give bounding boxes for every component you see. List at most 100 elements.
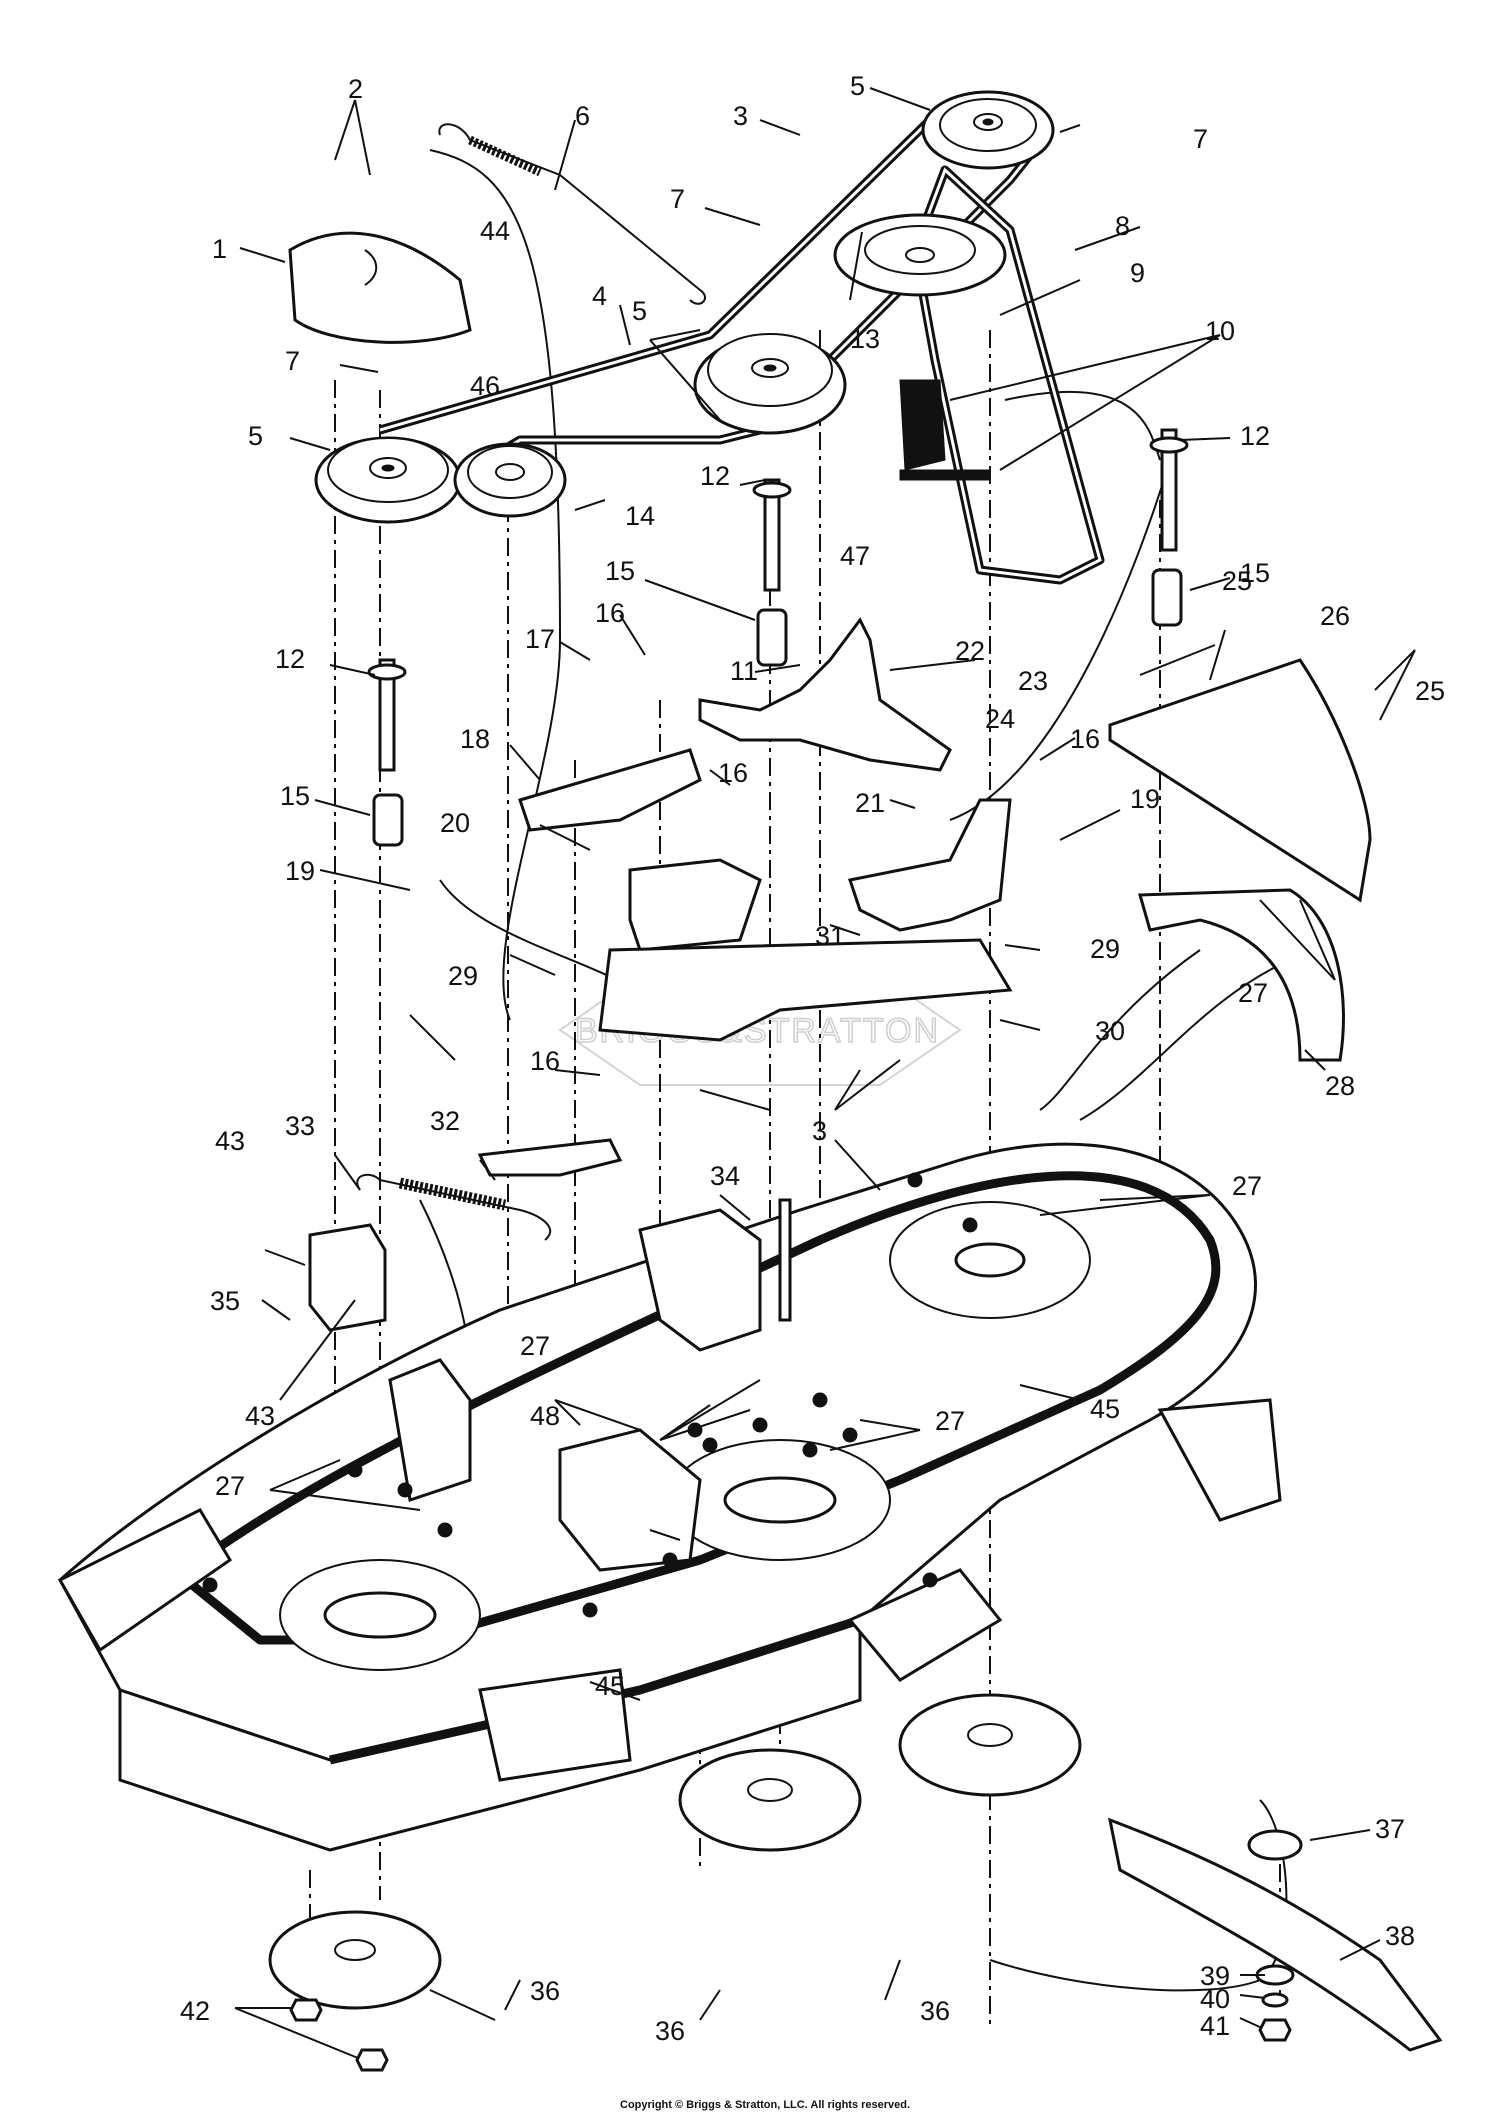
- callout-25a: 25: [1222, 566, 1252, 596]
- callout-5c: 5: [248, 421, 263, 451]
- callout-16a: 16: [595, 598, 625, 628]
- callout-17: 17: [525, 624, 555, 654]
- callout-12c: 12: [275, 644, 305, 674]
- callout-34: 34: [710, 1161, 740, 1191]
- idler-bracket-24: [848, 798, 1012, 932]
- spindle-opening-left: [323, 1591, 437, 1639]
- callout-14: 14: [625, 501, 655, 531]
- callout-1: 1: [212, 234, 227, 264]
- callout-27b: 27: [1232, 1171, 1262, 1201]
- idler-pulley-14: [453, 442, 567, 518]
- shield-28: [1138, 888, 1345, 1062]
- idler-spring-6: [438, 123, 706, 305]
- nut-42b: [355, 2048, 389, 2072]
- spindle-opening-right: [954, 1242, 1026, 1278]
- bracket-31: [628, 858, 762, 952]
- callout-16b: 16: [718, 758, 748, 788]
- bracket-18: [518, 748, 702, 832]
- callout-labels: 1 2 3 3 4 5 5 5 6 7 7 7 8 9 10 11 12 12 …: [180, 71, 1445, 2046]
- callout-13: 13: [850, 324, 880, 354]
- callout-33: 33: [285, 1111, 315, 1141]
- callout-44: 44: [480, 216, 510, 246]
- callout-45b: 45: [595, 1671, 625, 1701]
- callout-9: 9: [1130, 258, 1145, 288]
- callout-16c: 16: [1070, 724, 1100, 754]
- callout-5b: 5: [632, 296, 647, 326]
- callout-16d: 16: [530, 1046, 560, 1076]
- callout-29b: 29: [448, 961, 478, 991]
- spring-33: [356, 1173, 552, 1241]
- callout-2: 2: [348, 74, 363, 104]
- callout-10: 10: [1205, 316, 1235, 346]
- callout-15a: 15: [605, 556, 635, 586]
- callout-32: 32: [430, 1106, 460, 1136]
- pulley-middle: [693, 333, 847, 435]
- callout-26: 26: [1320, 601, 1350, 631]
- callout-31: 31: [815, 921, 845, 951]
- callout-36c: 36: [530, 1976, 560, 2006]
- callout-45a: 45: [1090, 1394, 1120, 1424]
- callout-29a: 29: [1090, 934, 1120, 964]
- callout-47: 47: [840, 541, 870, 571]
- callout-39: 39: [1200, 1961, 1230, 1991]
- callout-18: 18: [460, 724, 490, 754]
- leader-lines: [234, 87, 1416, 2059]
- bracket-35: [308, 1223, 387, 1332]
- blade-adapters-36: [268, 1693, 1082, 2010]
- nut-41: [1258, 2018, 1292, 2042]
- nut-42a: [289, 1998, 323, 2022]
- callout-46: 46: [470, 371, 500, 401]
- callout-15c: 15: [280, 781, 310, 811]
- callout-42: 42: [180, 1996, 210, 2026]
- callout-20: 20: [440, 808, 470, 838]
- callout-43a: 43: [215, 1126, 245, 1156]
- callout-28: 28: [1325, 1071, 1355, 1101]
- callout-3a: 3: [733, 101, 748, 131]
- copyright-notice: Copyright © Briggs & Stratton, LLC. All …: [620, 2099, 910, 2111]
- callout-30: 30: [1095, 1016, 1125, 1046]
- spindle-shafts: [367, 428, 1189, 772]
- callout-23: 23: [1018, 666, 1048, 696]
- callout-38: 38: [1385, 1921, 1415, 1951]
- plate-30: [598, 938, 1013, 1042]
- callout-15b: 15: [1240, 558, 1270, 588]
- callout-19a: 19: [1130, 784, 1160, 814]
- idler-arm-23: [698, 617, 952, 772]
- callout-4: 4: [592, 281, 607, 311]
- blade-38: [1107, 1817, 1443, 2052]
- callout-11: 11: [730, 656, 758, 686]
- callout-3b: 3: [812, 1116, 827, 1146]
- callout-7a: 7: [1193, 124, 1208, 154]
- belt-keepers-10: [899, 379, 991, 481]
- washer-40: [1261, 1992, 1289, 2008]
- callout-19b: 19: [285, 856, 315, 886]
- belt-shield-26: [1108, 658, 1372, 903]
- spacers-15: [372, 568, 1183, 847]
- bracket-32: [477, 1138, 623, 1177]
- bearing-37: [1247, 1829, 1303, 1861]
- callout-27d: 27: [935, 1406, 965, 1436]
- callout-24: 24: [985, 704, 1015, 734]
- callout-12b: 12: [1240, 421, 1270, 451]
- callout-40: 40: [1200, 1984, 1230, 2014]
- callout-37: 37: [1375, 1814, 1405, 1844]
- belt-guard: [288, 231, 472, 344]
- callout-48: 48: [530, 1401, 560, 1431]
- rod-34: [778, 1198, 792, 1322]
- callout-21: 21: [855, 788, 885, 818]
- callout-12a: 12: [700, 461, 730, 491]
- spindle-opening-center: [723, 1476, 837, 1524]
- callout-22: 22: [955, 636, 985, 666]
- callout-8: 8: [1115, 211, 1130, 241]
- pulley-top: [921, 90, 1055, 170]
- callout-6: 6: [575, 101, 590, 131]
- lift-bracket: [638, 1208, 762, 1352]
- callout-25b: 25: [1415, 676, 1445, 706]
- callout-41: 41: [1200, 2011, 1230, 2041]
- callout-7b: 7: [670, 184, 685, 214]
- callout-36a: 36: [920, 1996, 950, 2026]
- callout-5a: 5: [850, 71, 865, 101]
- callout-35: 35: [210, 1286, 240, 1316]
- pulley-left: [314, 436, 462, 524]
